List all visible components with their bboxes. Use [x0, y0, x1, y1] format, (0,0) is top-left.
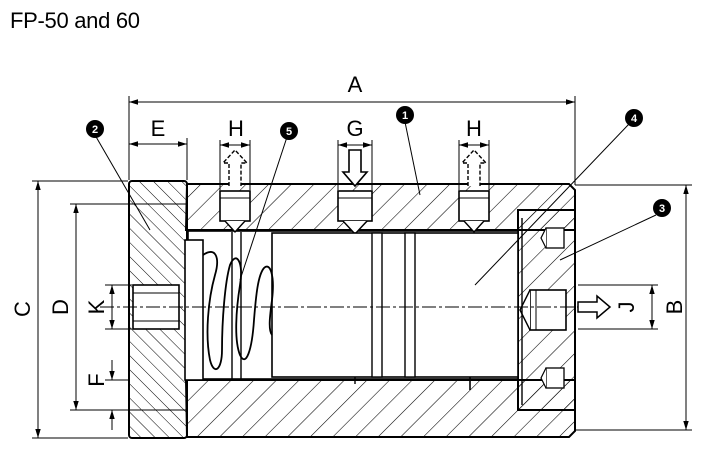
- dim-label-j: J: [614, 302, 639, 313]
- dim-label-g: G: [346, 116, 363, 141]
- dimension-lines: [32, 96, 692, 439]
- dim-label-h-right: H: [466, 116, 482, 141]
- svg-text:5: 5: [286, 126, 292, 138]
- leader-lines: [94, 121, 657, 286]
- dim-label-a: A: [348, 72, 363, 97]
- svg-text:2: 2: [92, 124, 98, 136]
- piston: [231, 232, 519, 390]
- svg-text:4: 4: [631, 113, 638, 125]
- callout-1: 1: [396, 106, 414, 124]
- dim-label-d: D: [48, 299, 73, 315]
- callout-4: 4: [625, 109, 643, 127]
- dim-label-b: B: [662, 300, 687, 315]
- flow-arrow-left: [221, 148, 249, 186]
- end-cap: [128, 180, 204, 439]
- svg-text:3: 3: [659, 203, 665, 215]
- dim-label-k: K: [84, 299, 109, 314]
- dim-label-e: E: [151, 116, 166, 141]
- port-center: [337, 190, 373, 236]
- flow-arrow-center: [341, 149, 369, 188]
- callout-3: 3: [653, 199, 671, 217]
- svg-text:1: 1: [402, 110, 408, 122]
- spring: [202, 251, 274, 371]
- callout-2: 2: [86, 120, 104, 138]
- dim-label-h-left: H: [228, 116, 244, 141]
- flow-arrow-exhaust: [577, 294, 612, 320]
- diagram-title: FP-50 and 60: [10, 8, 140, 33]
- callout-5: 5: [280, 122, 298, 140]
- flow-arrow-right: [460, 148, 488, 186]
- port-left: [219, 190, 251, 234]
- dim-label-c: C: [10, 301, 35, 317]
- right-cover: [519, 218, 567, 405]
- dim-label-f: F: [84, 373, 109, 386]
- port-right: [458, 190, 490, 234]
